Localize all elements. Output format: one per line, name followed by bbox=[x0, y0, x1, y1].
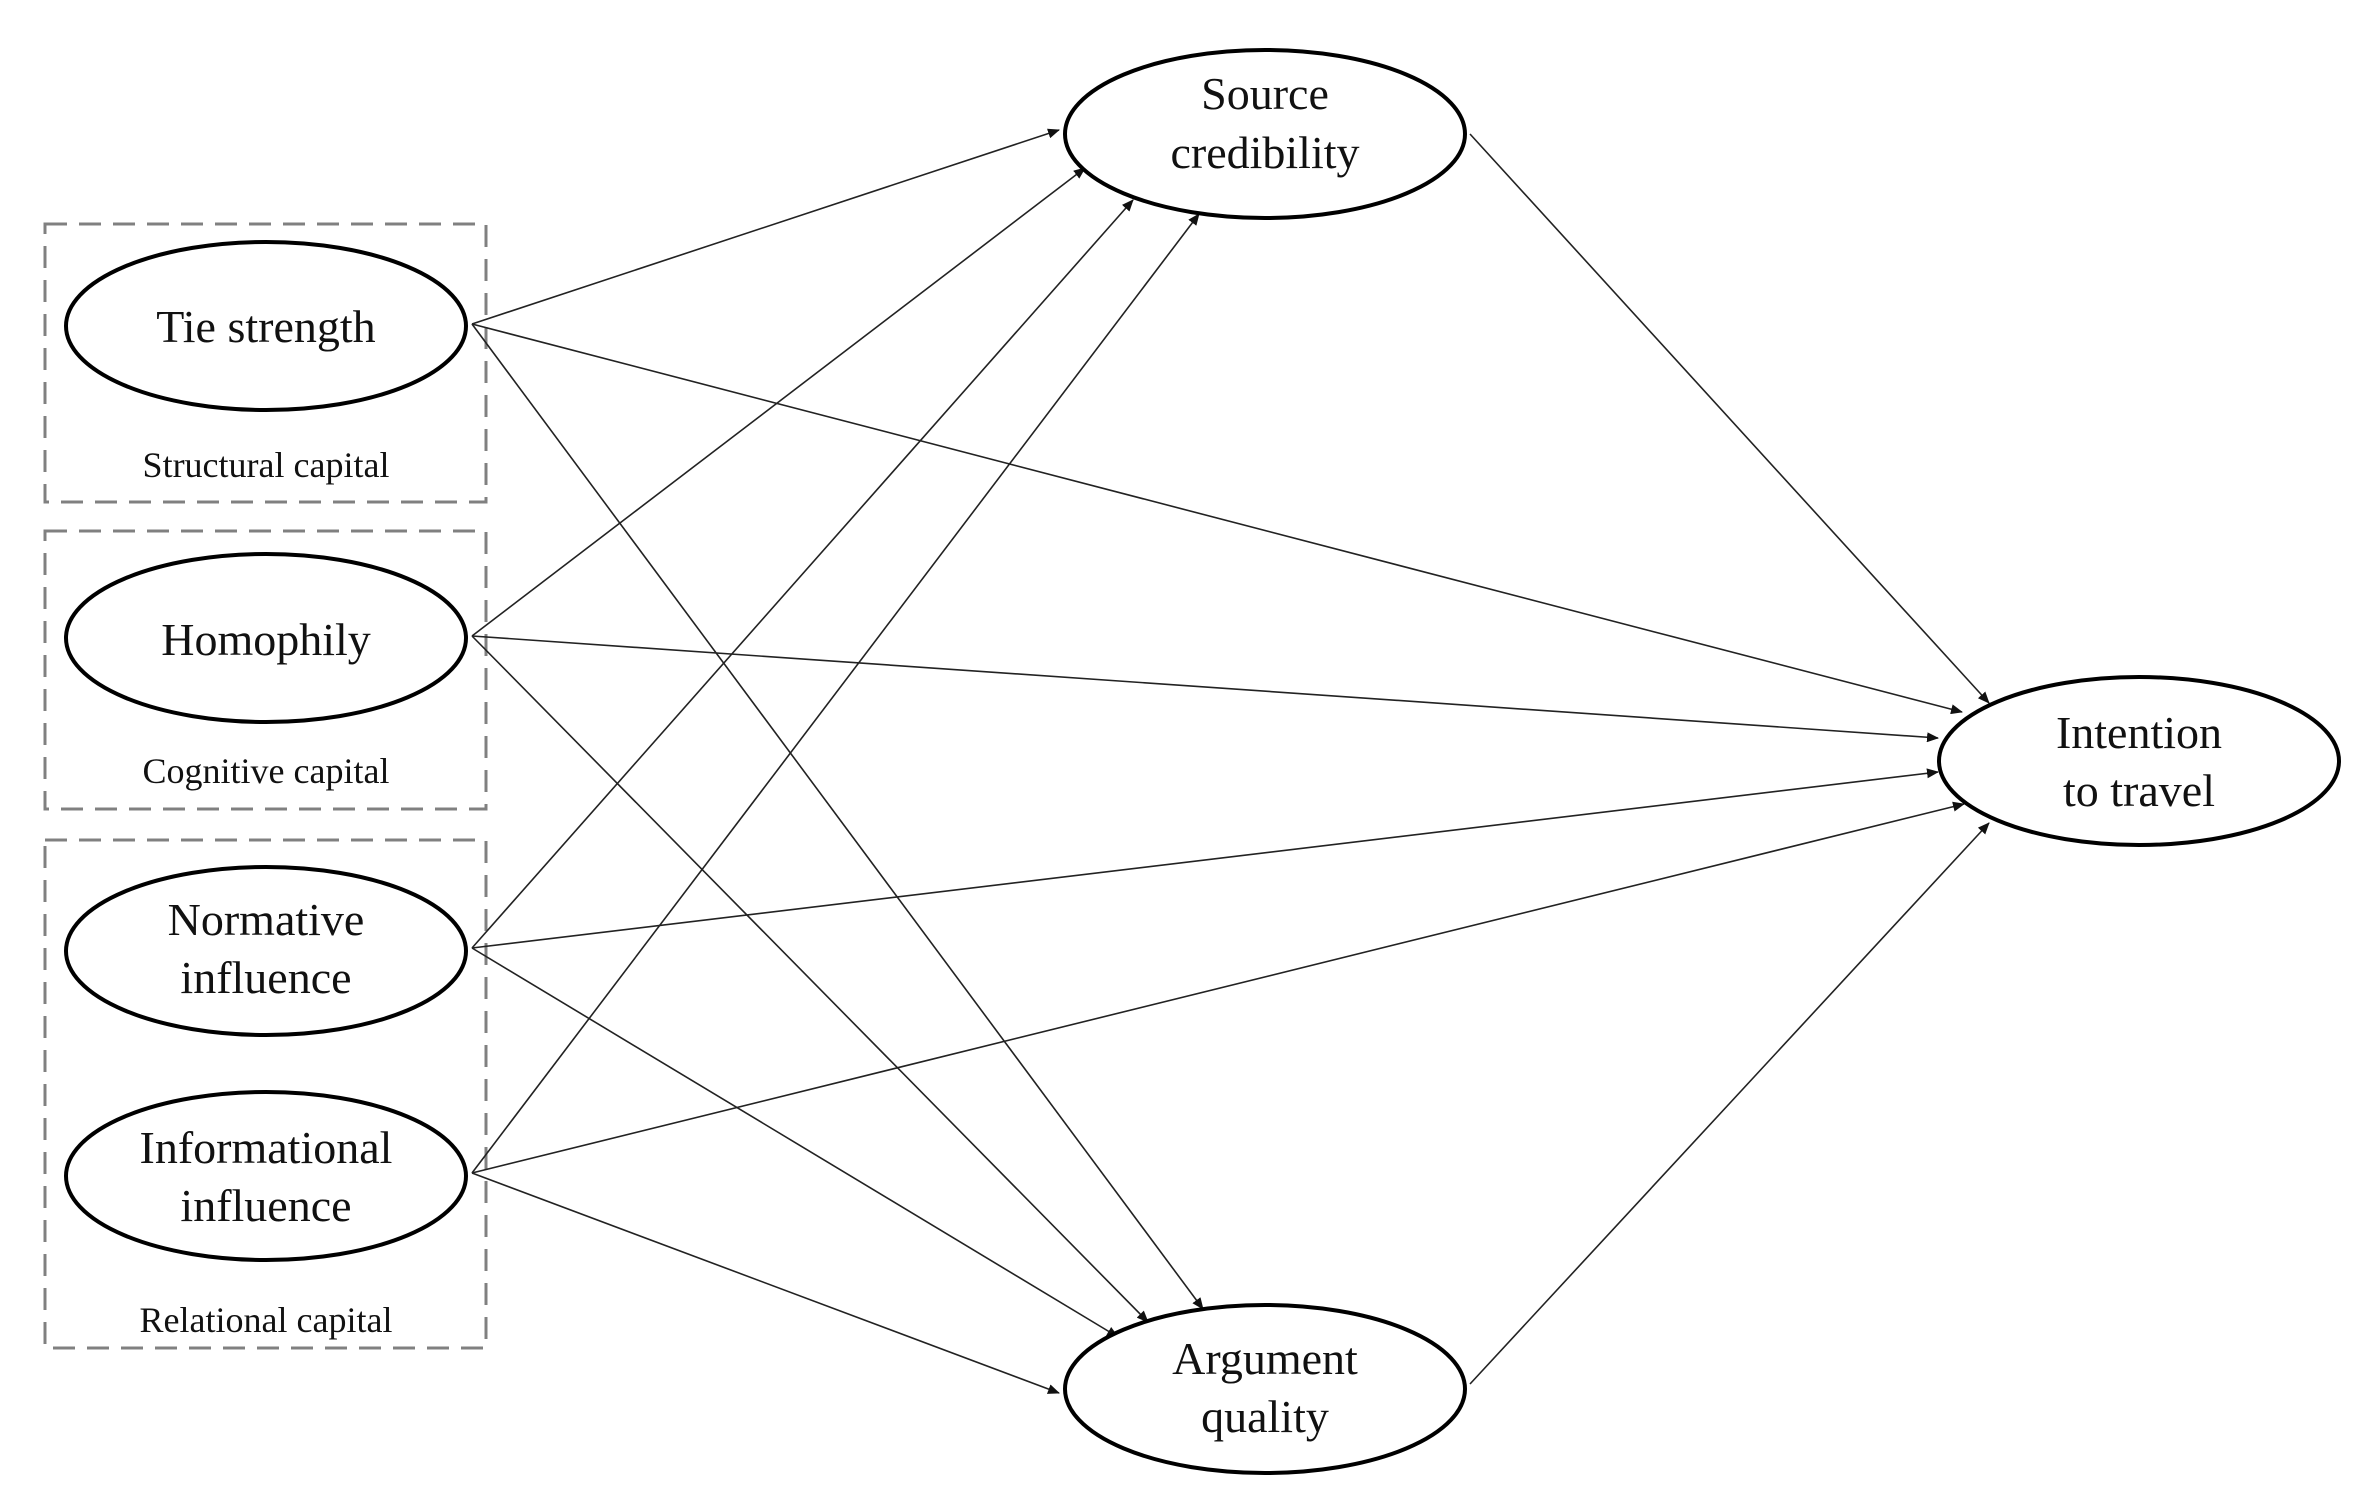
node-ellipse-intention-to-travel bbox=[1937, 675, 2341, 847]
edge-source-credibility-to-intention bbox=[1469, 133, 1990, 704]
node-ellipse-normative-influence bbox=[64, 865, 468, 1037]
node-ellipse-argument-quality bbox=[1063, 1303, 1467, 1475]
node-label-intention-line2: to travel bbox=[2063, 765, 2215, 816]
node-label-informational-line1: Informational bbox=[140, 1122, 393, 1173]
edge-informational-to-argument-quality bbox=[471, 1172, 1060, 1394]
edge-argument-quality-to-intention bbox=[1469, 822, 1990, 1385]
edge-normative-to-intention bbox=[471, 768, 1939, 949]
node-normative-influence: Normative influence bbox=[64, 865, 468, 1037]
node-label-intention-line1: Intention bbox=[2056, 707, 2222, 758]
node-label-argument-line2: quality bbox=[1201, 1391, 1329, 1442]
edge-normative-to-argument-quality bbox=[471, 947, 1119, 1338]
node-label-argument-line1: Argument bbox=[1172, 1333, 1358, 1384]
node-intention-to-travel: Intention to travel bbox=[1937, 675, 2341, 847]
edge-tie-strength-to-argument-quality bbox=[471, 323, 1204, 1310]
edge-informational-to-source-credibility bbox=[471, 213, 1200, 1174]
node-ellipse-informational-influence bbox=[64, 1090, 468, 1262]
edge-homophily-to-intention bbox=[471, 635, 1939, 743]
group-label-relational: Relational capital bbox=[140, 1300, 393, 1340]
edge-homophily-to-argument-quality bbox=[471, 635, 1149, 1323]
group-label-cognitive: Cognitive capital bbox=[143, 751, 390, 791]
node-source-credibility: Source credibility bbox=[1063, 48, 1467, 220]
edge-homophily-to-source-credibility bbox=[471, 167, 1086, 637]
node-label-normative-line1: Normative bbox=[168, 894, 365, 945]
group-box-relational bbox=[43, 838, 488, 1350]
node-label-informational-line2: influence bbox=[180, 1180, 351, 1231]
node-label-tie-strength: Tie strength bbox=[156, 301, 375, 352]
group-boxes bbox=[43, 222, 488, 1350]
node-ellipse-source-credibility bbox=[1063, 48, 1467, 220]
node-informational-influence: Informational influence bbox=[64, 1090, 468, 1262]
edge-tie-strength-to-intention bbox=[471, 323, 1963, 715]
node-ellipse-homophily bbox=[64, 552, 468, 724]
edge-normative-to-source-credibility bbox=[471, 199, 1134, 949]
group-box-cognitive bbox=[43, 529, 488, 811]
group-labels: Structural capital Cognitive capital Rel… bbox=[140, 445, 393, 1340]
edge-tie-strength-to-source-credibility bbox=[471, 128, 1060, 325]
node-label-homophily: Homophily bbox=[161, 614, 371, 665]
node-label-normative-line2: influence bbox=[180, 952, 351, 1003]
group-label-structural: Structural capital bbox=[143, 445, 390, 485]
node-ellipse-tie-strength bbox=[64, 240, 468, 412]
node-argument-quality: Argument quality bbox=[1063, 1303, 1467, 1475]
node-tie-strength: Tie strength bbox=[64, 240, 468, 412]
nodes: Tie strength Homophily Normative influen… bbox=[64, 48, 2341, 1475]
node-homophily: Homophily bbox=[64, 552, 468, 724]
edges bbox=[471, 128, 1990, 1394]
node-label-source-line2: credibility bbox=[1170, 127, 1359, 178]
node-label-source-line1: Source bbox=[1201, 68, 1329, 119]
edge-informational-to-intention bbox=[471, 801, 1965, 1174]
group-box-structural bbox=[43, 222, 488, 504]
